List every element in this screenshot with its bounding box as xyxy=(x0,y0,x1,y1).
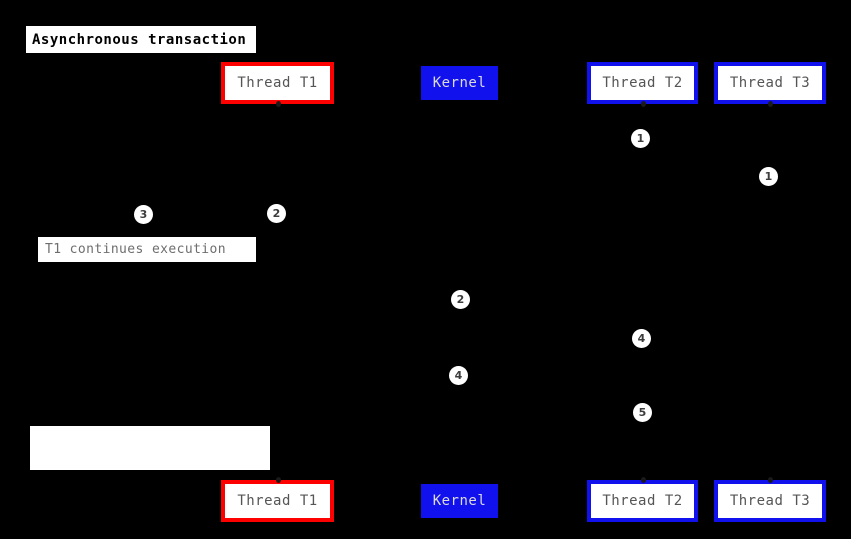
step-badge-5: 2 xyxy=(451,290,470,309)
participant-thread-t1-bottom[interactable]: Thread T1 xyxy=(221,477,334,522)
participant-thread-t3-bottom[interactable]: Thread T3 xyxy=(714,477,826,522)
step-badge-6: 4 xyxy=(632,329,651,348)
participant-kernel-top[interactable]: Kernel xyxy=(421,66,498,100)
participant-thread-t2-top[interactable]: Thread T2 xyxy=(587,62,698,107)
diagram-title-banner: Asynchronous transaction xyxy=(26,26,256,53)
step-badge-4: 2 xyxy=(267,204,286,223)
participant-thread-t3-top[interactable]: Thread T3 xyxy=(714,62,826,107)
step-badge-3: 3 xyxy=(134,205,153,224)
step-badge-7: 4 xyxy=(449,366,468,385)
participant-thread-t1-top[interactable]: Thread T1 xyxy=(221,62,334,107)
participant-kernel-bottom[interactable]: Kernel xyxy=(421,484,498,518)
note-t1-continues-execution: T1 continues execution xyxy=(37,236,257,263)
step-badge-1: 1 xyxy=(631,129,650,148)
note-blank xyxy=(30,426,270,470)
participant-thread-t2-bottom[interactable]: Thread T2 xyxy=(587,477,698,522)
step-badge-8: 5 xyxy=(633,403,652,422)
step-badge-2: 1 xyxy=(759,167,778,186)
